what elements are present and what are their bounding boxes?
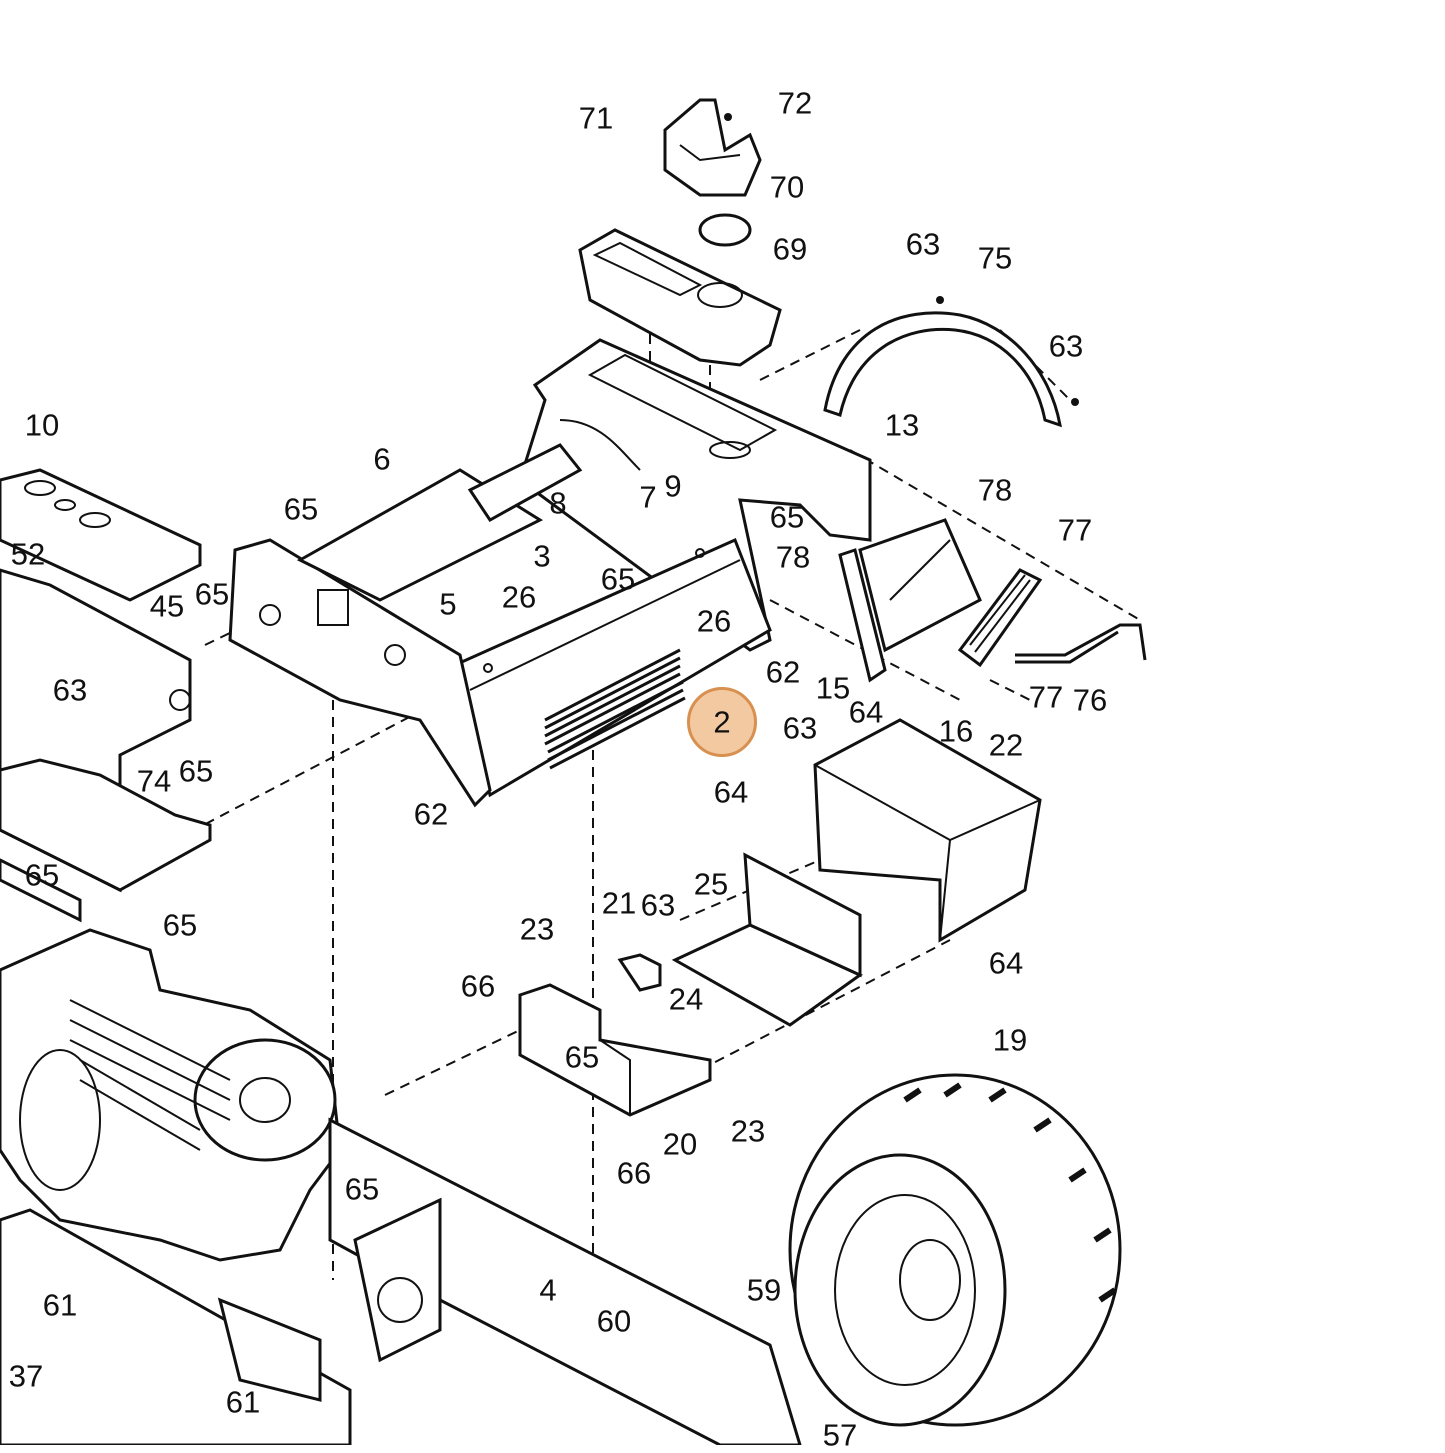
callout-77[interactable]: 77	[1028, 679, 1064, 715]
callout-66[interactable]: 66	[616, 1155, 652, 1191]
part-engine[interactable]	[0, 928, 342, 1262]
callout-2[interactable]: 2	[713, 704, 731, 740]
callout-64[interactable]: 64	[988, 945, 1024, 981]
callout-45[interactable]: 45	[149, 588, 185, 624]
callout-25[interactable]: 25	[693, 866, 729, 902]
callout-57[interactable]: 57	[822, 1417, 858, 1453]
part-cup-holder-insert[interactable]	[663, 98, 762, 197]
callout-7[interactable]: 7	[639, 479, 657, 515]
callout-63[interactable]: 63	[905, 226, 941, 262]
callout-26[interactable]: 26	[501, 579, 537, 615]
callout-52[interactable]: 52	[10, 536, 46, 572]
callout-78[interactable]: 78	[977, 472, 1013, 508]
callout-76[interactable]: 76	[1072, 682, 1108, 718]
callout-65[interactable]: 65	[564, 1039, 600, 1075]
callout-9[interactable]: 9	[664, 468, 682, 504]
callout-65[interactable]: 65	[769, 499, 805, 535]
callout-23[interactable]: 23	[519, 911, 555, 947]
callout-66[interactable]: 66	[460, 968, 496, 1004]
callout-26[interactable]: 26	[696, 603, 732, 639]
callout-13[interactable]: 13	[884, 407, 920, 443]
callout-65[interactable]: 65	[24, 857, 60, 893]
part-front-grille-panel[interactable]	[453, 537, 772, 798]
callout-22[interactable]: 22	[988, 727, 1024, 763]
callout-65[interactable]: 65	[344, 1171, 380, 1207]
callout-4[interactable]: 4	[539, 1272, 557, 1308]
callout-5[interactable]: 5	[439, 586, 457, 622]
callout-63[interactable]: 63	[1048, 328, 1084, 364]
callout-63[interactable]: 63	[52, 672, 88, 708]
callout-6[interactable]: 6	[373, 441, 391, 477]
callout-21[interactable]: 21	[601, 885, 637, 921]
callout-65[interactable]: 65	[194, 576, 230, 612]
part-dash-frame-plate[interactable]	[228, 443, 583, 808]
part-console-tray[interactable]	[578, 228, 782, 367]
callout-23[interactable]: 23	[730, 1113, 766, 1149]
part-chassis-frame[interactable]	[0, 1117, 802, 1445]
callout-61[interactable]: 61	[225, 1384, 261, 1420]
part-tire[interactable]	[788, 1073, 1122, 1427]
callout-15[interactable]: 15	[815, 670, 851, 706]
callout-72[interactable]: 72	[777, 85, 813, 121]
callout-37[interactable]: 37	[8, 1358, 44, 1394]
callout-78[interactable]: 78	[775, 539, 811, 575]
callout-19[interactable]: 19	[992, 1022, 1028, 1058]
callout-3[interactable]: 3	[533, 538, 551, 574]
part-battery-tray[interactable]	[671, 852, 863, 1027]
part-side-bracket[interactable]	[0, 568, 212, 923]
part-hinge[interactable]	[957, 568, 1043, 668]
part-rod[interactable]	[1015, 623, 1147, 664]
callout-77[interactable]: 77	[1057, 512, 1093, 548]
part-side-plate[interactable]	[838, 518, 982, 683]
callout-64[interactable]: 64	[713, 774, 749, 810]
part-battery-cover[interactable]	[813, 718, 1042, 943]
callout-64[interactable]: 64	[848, 694, 884, 730]
callout-74[interactable]: 74	[136, 763, 172, 799]
callout-59[interactable]: 59	[746, 1272, 782, 1308]
part-fender[interactable]	[823, 296, 1079, 428]
callout-70[interactable]: 70	[769, 169, 805, 205]
highlight-marker[interactable]	[687, 687, 757, 757]
callout-75[interactable]: 75	[977, 240, 1013, 276]
callout-8[interactable]: 8	[549, 485, 567, 521]
callout-24[interactable]: 24	[668, 981, 704, 1017]
callout-71[interactable]: 71	[578, 100, 614, 136]
callout-62[interactable]: 62	[413, 796, 449, 832]
callout-10[interactable]: 10	[24, 407, 60, 443]
callout-65[interactable]: 65	[178, 753, 214, 789]
part-mount-bracket[interactable]	[518, 953, 712, 1117]
callout-63[interactable]: 63	[640, 887, 676, 923]
callout-20[interactable]: 20	[662, 1126, 698, 1162]
part-cap[interactable]	[698, 213, 752, 247]
callout-65[interactable]: 65	[162, 907, 198, 943]
callout-63[interactable]: 63	[782, 710, 818, 746]
callout-60[interactable]: 60	[596, 1303, 632, 1339]
callout-65[interactable]: 65	[283, 491, 319, 527]
callout-16[interactable]: 16	[938, 713, 974, 749]
part-instrument-panel[interactable]	[0, 468, 202, 602]
callout-61[interactable]: 61	[42, 1287, 78, 1323]
callout-69[interactable]: 69	[772, 231, 808, 267]
callout-62[interactable]: 62	[765, 654, 801, 690]
callout-65[interactable]: 65	[600, 561, 636, 597]
